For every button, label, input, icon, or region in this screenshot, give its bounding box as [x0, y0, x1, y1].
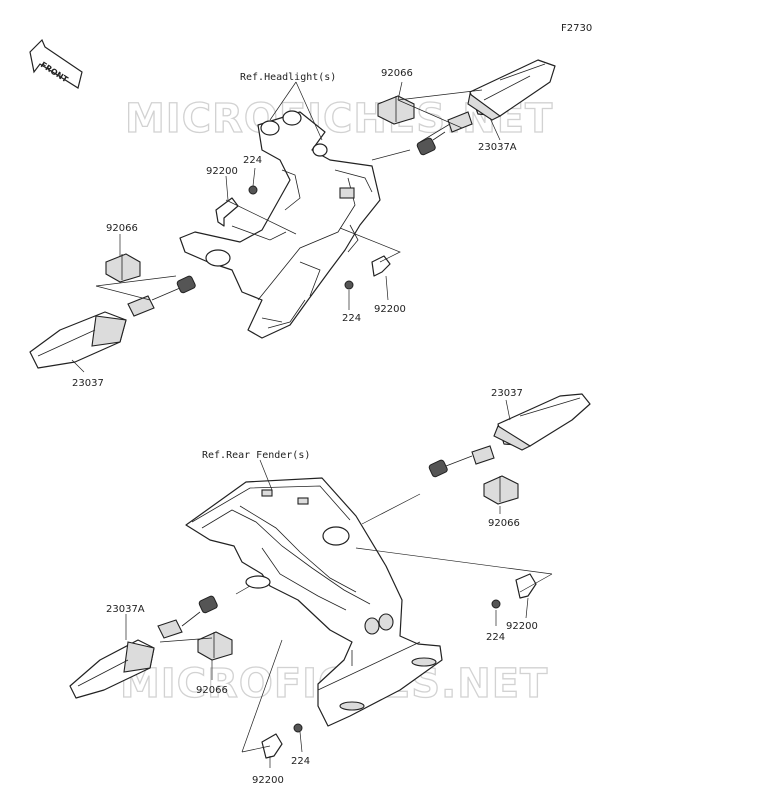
part-23037A-top: 23037A: [478, 142, 517, 153]
part-23037-left: 23037: [72, 378, 104, 389]
front-leader-lines: [71, 81, 501, 373]
clip-92200-front-right: [371, 255, 391, 277]
part-224-front-left: 224: [243, 155, 262, 166]
part-92200-rear-right: 92200: [506, 621, 538, 632]
connector-92066-rear-right: [483, 475, 519, 505]
screw-224-front-right: [344, 280, 354, 290]
headlight-bracket: [179, 110, 381, 339]
rear-leader-lines: [125, 399, 553, 768]
rear-fender: [185, 477, 443, 727]
turn-signal-front-right: [419, 59, 556, 143]
part-92200-front-right: 92200: [374, 304, 406, 315]
plug-rear-right: [428, 459, 448, 478]
clip-92200-front-left: [215, 197, 239, 227]
screw-224-rear-right: [491, 599, 501, 609]
front-arrow-icon: FRONT: [29, 38, 83, 89]
connector-92066-left: [105, 253, 141, 283]
clip-92200-rear-bottom: [261, 733, 283, 759]
part-92200-rear-bottom: 92200: [252, 775, 284, 786]
turn-signal-rear-left: [69, 619, 183, 699]
turn-signal-front-left: [29, 287, 181, 369]
plug-left: [176, 275, 196, 294]
part-224-rear-bottom: 224: [291, 756, 310, 767]
clip-92200-rear-right: [515, 573, 537, 599]
part-92066-left: 92066: [106, 223, 138, 234]
part-224-rear-right: 224: [486, 632, 505, 643]
screw-224-rear-bottom: [293, 723, 303, 733]
diagram-code: F2730: [561, 23, 592, 34]
part-92066-rear-left: 92066: [196, 685, 228, 696]
ref-rear-fender-label: Ref.Rear Fender(s): [202, 450, 310, 461]
plug-rear-left: [181, 595, 218, 627]
part-224-front-right: 224: [342, 313, 361, 324]
connector-92066-rear-left: [197, 631, 233, 661]
plug-top: [416, 131, 446, 156]
part-92066-rear-right: 92066: [488, 518, 520, 529]
part-23037-rear-right: 23037: [491, 388, 523, 399]
part-92200-front-left: 92200: [206, 166, 238, 177]
part-23037A-rear-left: 23037A: [106, 604, 145, 615]
turn-signal-rear-right: [445, 393, 591, 467]
ref-headlight-label: Ref.Headlight(s): [240, 72, 336, 83]
screw-224-front-left: [248, 185, 258, 195]
part-92066-top: 92066: [381, 68, 413, 79]
